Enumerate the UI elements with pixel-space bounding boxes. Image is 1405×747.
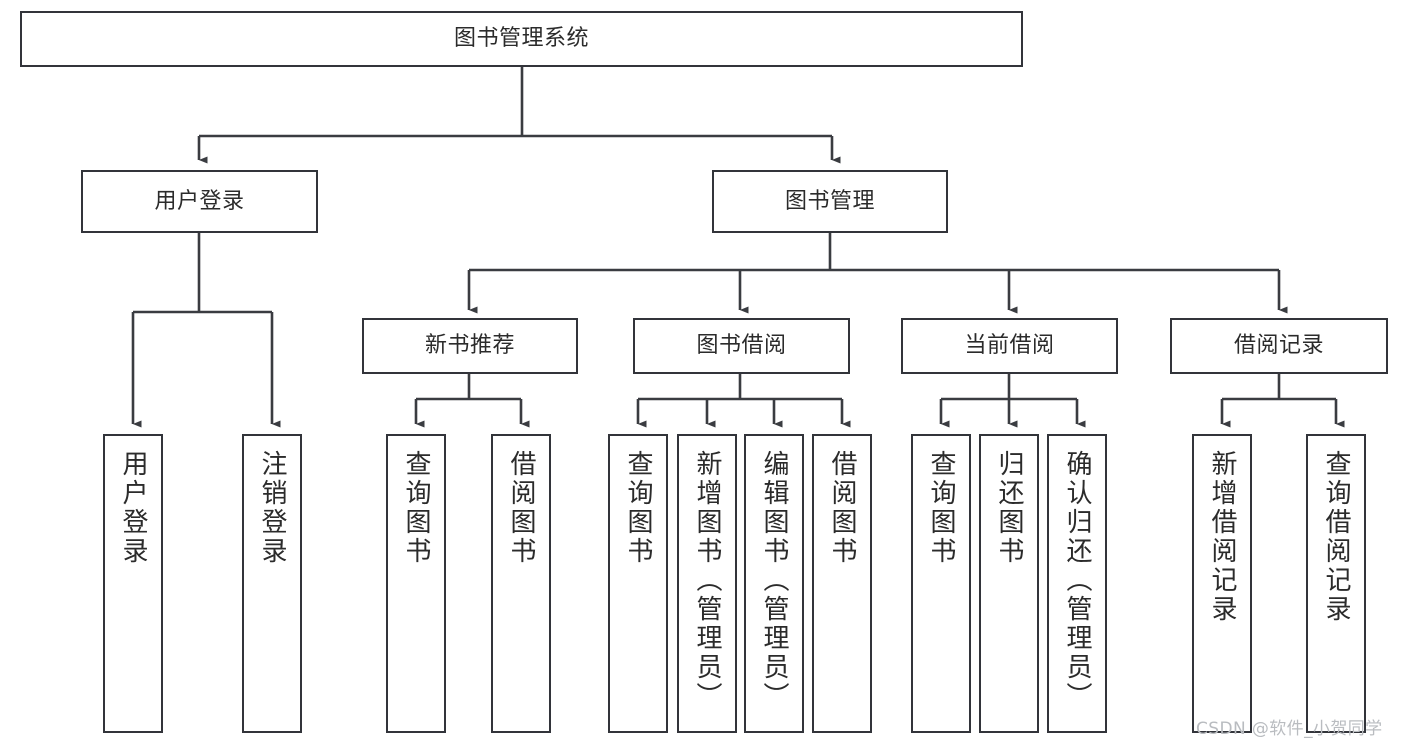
node-root-system[interactable]: 图书管理系统	[20, 11, 1023, 67]
node-book-management[interactable]: 图书管理	[712, 170, 948, 233]
leaf-recommend-borrow-book[interactable]: 借阅图书	[491, 434, 551, 733]
node-label: 归还图书	[994, 450, 1024, 566]
node-label: 编辑图书（管理员）	[759, 450, 789, 711]
node-book-borrow[interactable]: 图书借阅	[633, 318, 850, 374]
csdn-watermark: CSDN @软件_小贺同学	[1196, 719, 1383, 739]
node-user-login[interactable]: 用户登录	[81, 170, 318, 233]
node-borrow-record[interactable]: 借阅记录	[1170, 318, 1388, 374]
leaf-current-query-book[interactable]: 查询图书	[911, 434, 971, 733]
node-label: 图书管理	[784, 188, 875, 214]
node-label: 借阅记录	[1233, 333, 1324, 359]
leaf-recommend-query-book[interactable]: 查询图书	[386, 434, 446, 733]
node-label: 新增借阅记录	[1207, 450, 1237, 624]
node-label: 用户登录	[118, 450, 148, 566]
leaf-borrow-add-book-admin[interactable]: 新增图书（管理员）	[677, 434, 737, 733]
node-label: 图书借阅	[696, 333, 787, 359]
node-label: 借阅图书	[827, 450, 857, 566]
node-label: 查询图书	[623, 450, 653, 566]
node-label: 用户登录	[154, 188, 245, 214]
node-label: 查询借阅记录	[1321, 450, 1351, 624]
leaf-user-login-signout[interactable]: 注销登录	[242, 434, 302, 733]
node-current-borrow[interactable]: 当前借阅	[901, 318, 1118, 374]
node-label: 查询图书	[401, 450, 431, 566]
node-label: 新书推荐	[424, 333, 515, 359]
leaf-record-query-record[interactable]: 查询借阅记录	[1306, 434, 1366, 733]
leaf-borrow-query-book[interactable]: 查询图书	[608, 434, 668, 733]
node-label: 确认归还（管理员）	[1062, 450, 1092, 711]
leaf-current-return-book[interactable]: 归还图书	[979, 434, 1039, 733]
node-new-book-recommend[interactable]: 新书推荐	[362, 318, 578, 374]
node-label: 图书管理系统	[453, 26, 589, 52]
leaf-borrow-edit-book-admin[interactable]: 编辑图书（管理员）	[744, 434, 804, 733]
node-label: 当前借阅	[964, 333, 1055, 359]
leaf-user-login-signin[interactable]: 用户登录	[103, 434, 163, 733]
node-label: 新增图书（管理员）	[692, 450, 722, 711]
node-label: 查询图书	[926, 450, 956, 566]
node-label: 借阅图书	[506, 450, 536, 566]
leaf-current-confirm-return-admin[interactable]: 确认归还（管理员）	[1047, 434, 1107, 733]
leaf-borrow-borrow-book[interactable]: 借阅图书	[812, 434, 872, 733]
node-label: 注销登录	[257, 450, 287, 566]
leaf-record-add-record[interactable]: 新增借阅记录	[1192, 434, 1252, 733]
